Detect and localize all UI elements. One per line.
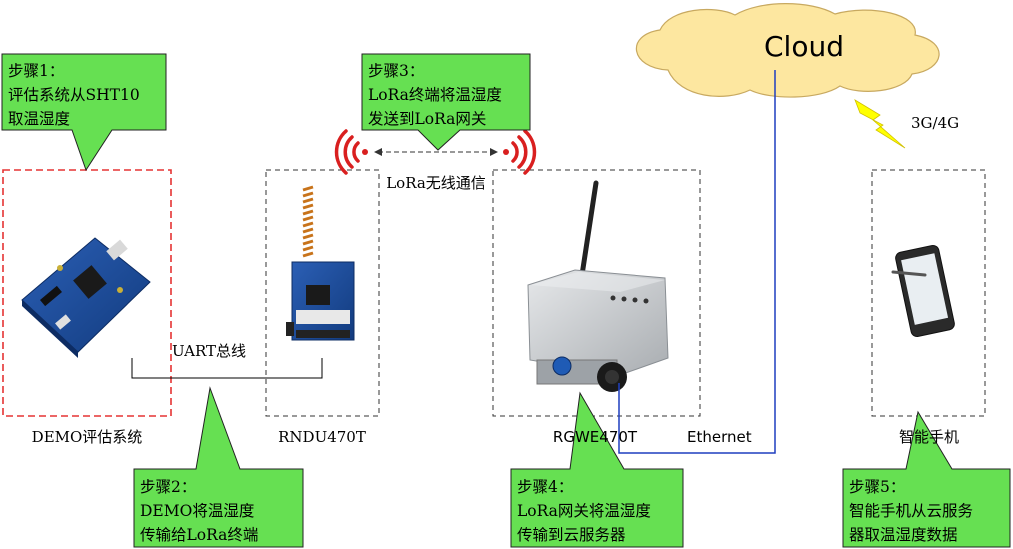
gateway-device-icon bbox=[527, 180, 669, 392]
smartphone-icon bbox=[891, 244, 955, 338]
demo-board-icon bbox=[21, 237, 151, 358]
uart-bus-line bbox=[131, 358, 323, 379]
step1-line3: 取温湿度 bbox=[8, 110, 70, 128]
ethernet-line bbox=[618, 70, 776, 454]
rndu-box bbox=[265, 169, 380, 417]
step1-line1: 步骤1： bbox=[8, 62, 64, 80]
step5-callout: 步骤5： 智能手机从云服务 器取温湿度数据 bbox=[842, 410, 1011, 548]
step4-callout: 步骤4： LoRa网关将温湿度 传输到云服务器 bbox=[510, 391, 684, 548]
step3-callout: 步骤3： LoRa终端将温湿度 发送到LoRa网关 bbox=[361, 53, 531, 151]
step2-line3: 传输给LoRa终端 bbox=[140, 526, 258, 544]
step5-line1: 步骤5： bbox=[849, 478, 905, 496]
step2-callout: 步骤2： DEMO将温湿度 传输给LoRa终端 bbox=[133, 386, 304, 548]
cloud-shape bbox=[635, 3, 940, 98]
phone-box bbox=[871, 169, 986, 417]
step5-line2: 智能手机从云服务 bbox=[849, 502, 973, 520]
uart-bus-label: UART总线 bbox=[172, 342, 246, 360]
cloud-label: Cloud bbox=[764, 30, 844, 63]
demo-label: DEMO评估系统 bbox=[32, 428, 143, 446]
demo-box bbox=[2, 169, 172, 417]
step2-line1: 步骤2： bbox=[140, 478, 196, 496]
rgwe-label: RGWE470T bbox=[553, 428, 638, 446]
step4-line2: LoRa网关将温湿度 bbox=[517, 502, 651, 520]
signal-icon-right bbox=[503, 129, 537, 175]
step4-line1: 步骤4： bbox=[517, 478, 573, 496]
ethernet-label: Ethernet bbox=[687, 428, 752, 446]
lora-link-arrow bbox=[374, 148, 498, 156]
step3-line3: 发送到LoRa网关 bbox=[368, 110, 486, 128]
rndu-module-icon bbox=[286, 185, 355, 341]
step4-line3: 传输到云服务器 bbox=[517, 526, 626, 544]
signal-icon-left bbox=[334, 129, 368, 175]
step2-line2: DEMO将温湿度 bbox=[140, 502, 254, 520]
wireless-label: 3G/4G bbox=[911, 114, 959, 132]
step1-callout: 步骤1： 评估系统从SHT10 取温湿度 bbox=[1, 53, 167, 172]
step5-line3: 器取温湿度数据 bbox=[849, 526, 958, 544]
step3-line2: LoRa终端将温湿度 bbox=[368, 86, 502, 104]
lora-link-label: LoRa无线通信 bbox=[386, 174, 486, 192]
lightning-icon bbox=[854, 99, 906, 149]
phone-label: 智能手机 bbox=[899, 428, 959, 446]
rgwe-box bbox=[492, 169, 701, 417]
step1-line2: 评估系统从SHT10 bbox=[8, 86, 140, 104]
rndu-label: RNDU470T bbox=[278, 428, 366, 446]
step3-line1: 步骤3： bbox=[368, 62, 424, 80]
